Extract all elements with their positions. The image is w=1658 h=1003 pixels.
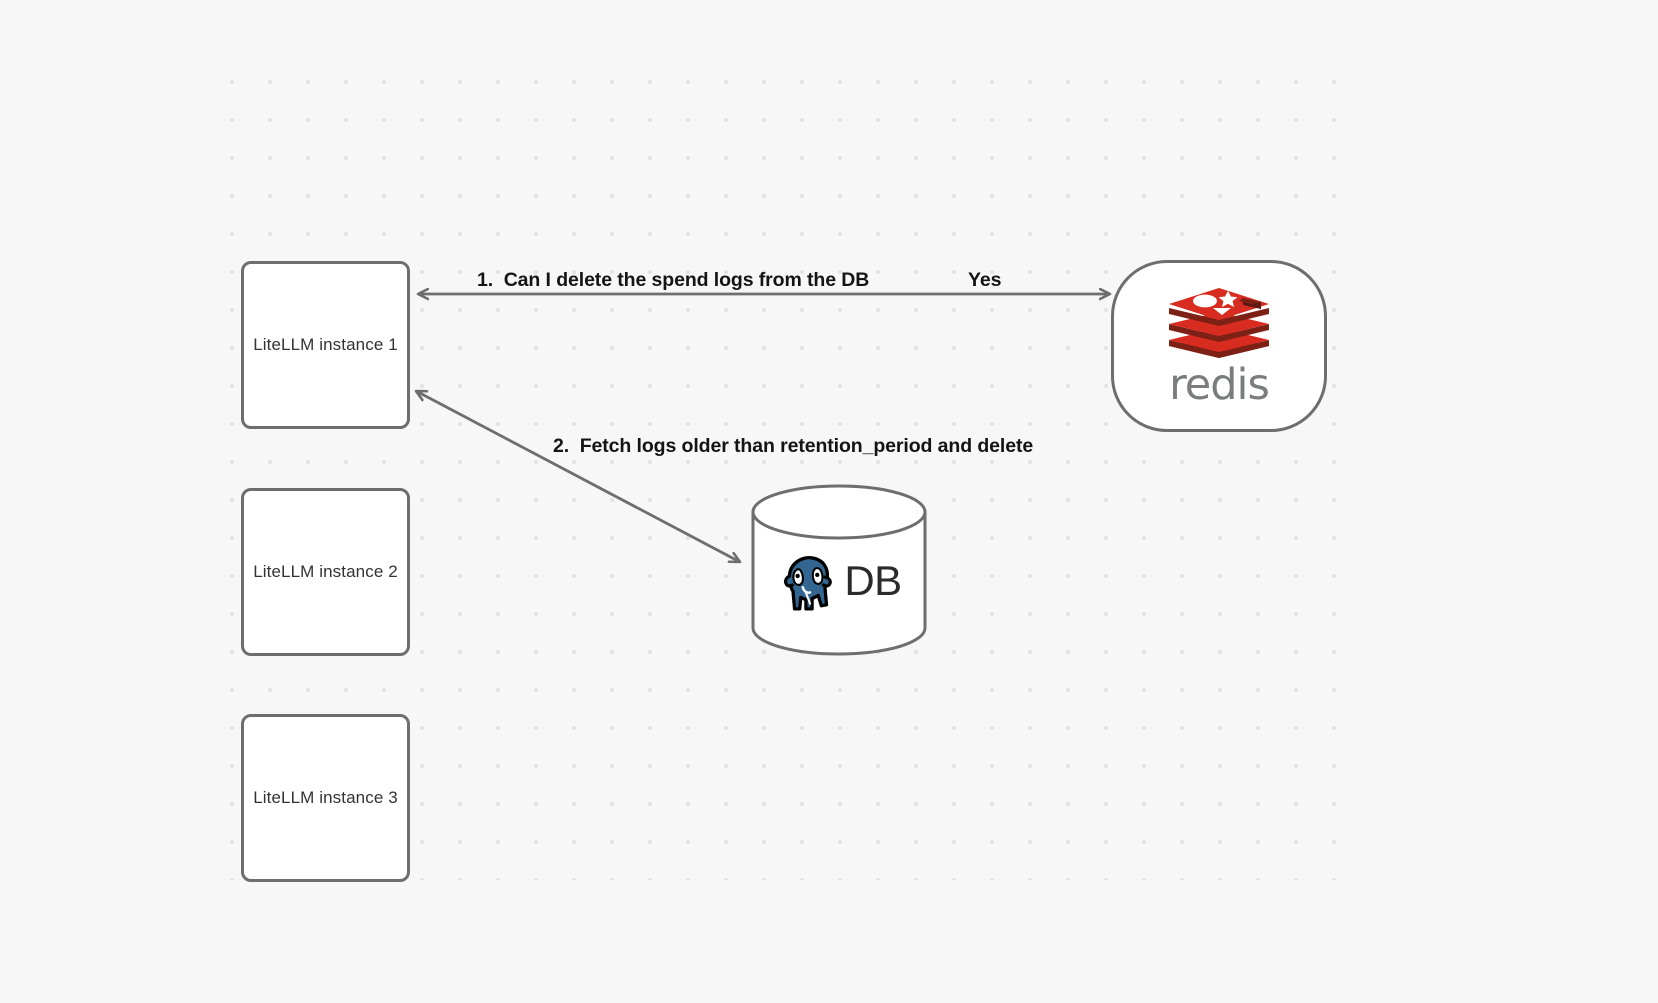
node-label: LiteLLM instance 3 bbox=[253, 788, 398, 807]
node-label: LiteLLM instance 1 bbox=[253, 335, 398, 354]
redis-logo-icon bbox=[1165, 284, 1273, 362]
node-label: LiteLLM instance 2 bbox=[253, 562, 398, 581]
edge-label-1-reply: Yes bbox=[968, 269, 1002, 291]
node-litellm-instance-2[interactable]: LiteLLM instance 2 bbox=[241, 488, 410, 656]
node-redis[interactable]: redis bbox=[1111, 260, 1327, 432]
edge-label-1: 1. Can I delete the spend logs from the … bbox=[477, 269, 870, 291]
db-label: DB bbox=[844, 557, 902, 604]
postgresql-elephant-icon bbox=[776, 546, 842, 617]
node-db[interactable]: DB bbox=[753, 490, 925, 650]
node-litellm-instance-3[interactable]: LiteLLM instance 3 bbox=[241, 714, 410, 882]
redis-wordmark: redis bbox=[1169, 359, 1270, 410]
edge-label-2: 2. Fetch logs older than retention_perio… bbox=[553, 435, 1034, 457]
node-litellm-instance-1[interactable]: LiteLLM instance 1 bbox=[241, 261, 410, 429]
